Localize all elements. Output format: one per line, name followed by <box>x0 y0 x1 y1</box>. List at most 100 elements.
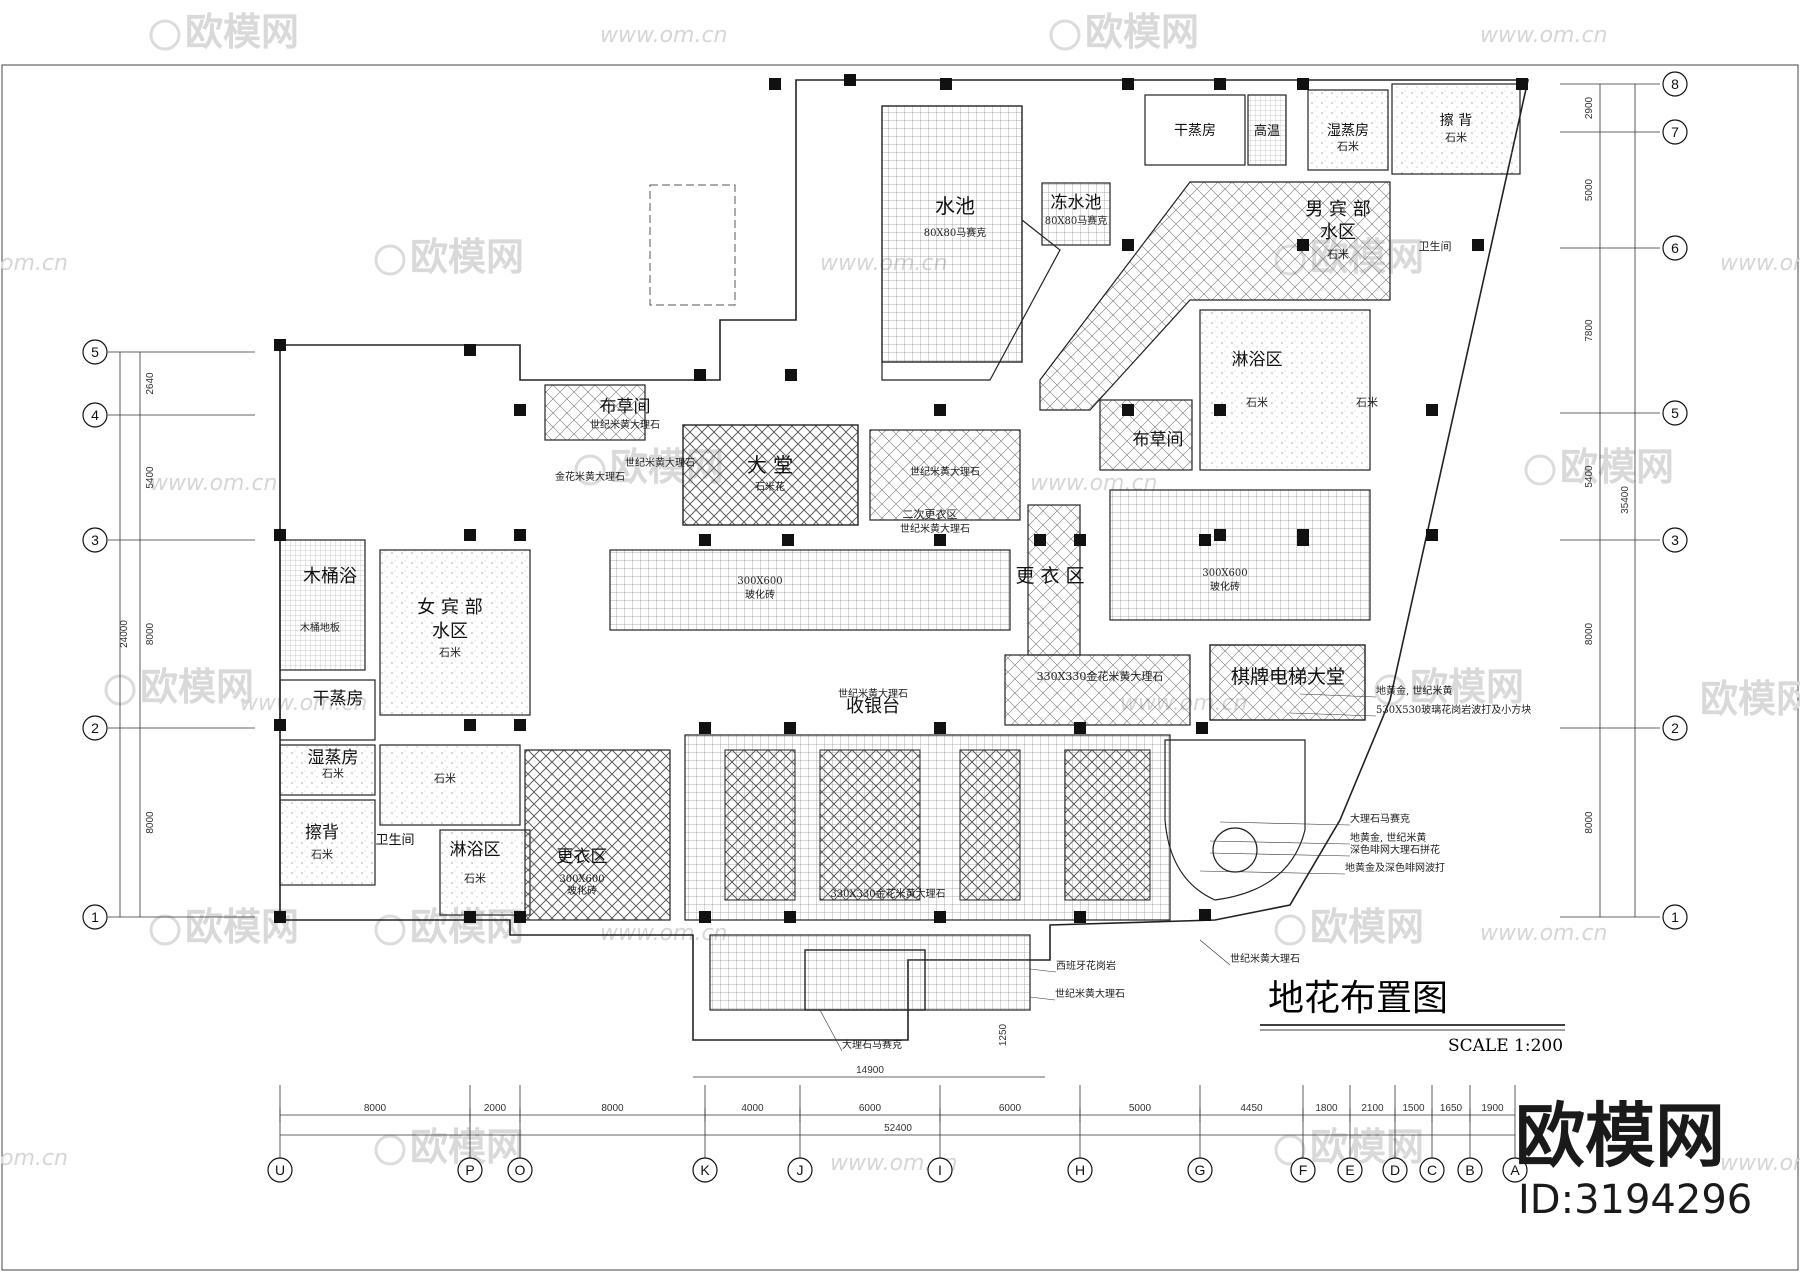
room-label-lobby-sub: 石米花 <box>755 480 785 493</box>
column-marker <box>940 78 952 90</box>
column-marker <box>1297 239 1309 251</box>
room-label-linen-w-sub: 世纪米黄大理石 <box>590 418 660 431</box>
room-label-wooden-floor: 木桶地板 <box>300 621 340 634</box>
change-zone-women <box>524 749 671 921</box>
room-label-steam-w-sub: 石米 <box>322 767 344 780</box>
watermark-logo-icon <box>149 19 181 51</box>
grid-axis-bubble <box>1067 1157 1093 1183</box>
column-marker <box>699 911 711 923</box>
column-marker <box>274 529 286 541</box>
dimension-label: 5000 <box>1129 1103 1152 1114</box>
dimension-label: 14900 <box>856 1065 884 1076</box>
grid-axis-label: 3 <box>1671 532 1679 548</box>
grid-axis-bubble <box>507 1157 533 1183</box>
grid-axis-label: A <box>1510 1162 1520 1178</box>
grid-axis-label: K <box>700 1162 710 1178</box>
watermark-logo-icon <box>1274 1134 1306 1166</box>
grid-axis-label: 5 <box>91 344 99 360</box>
column-marker <box>784 722 796 734</box>
shower-zone-women <box>439 829 531 916</box>
pool-zone <box>881 105 1023 363</box>
grid-axis-bubble <box>1187 1157 1213 1183</box>
column-marker <box>934 722 946 734</box>
dimension-total-label: 24000 <box>119 620 130 648</box>
room-label-dry-sauna-m: 干蒸房 <box>1174 123 1216 139</box>
room-label-pool-sub: 80X80马赛克 <box>924 226 987 239</box>
room-label-steam-m: 湿蒸房 <box>1327 123 1369 139</box>
room-label-gold-marble: 金花米黄大理石 <box>555 470 625 483</box>
column-marker <box>1196 722 1208 734</box>
grid-axis-bubble <box>1662 904 1688 930</box>
dimension-label: 6000 <box>999 1103 1022 1114</box>
column-marker <box>699 534 711 546</box>
column-marker <box>464 529 476 541</box>
room-label-century-marble2: 世纪米黄大理石 <box>910 465 980 478</box>
dimension-label: 2900 <box>1584 96 1595 119</box>
annotation-leader <box>1199 939 1231 966</box>
dimension-label: 8000 <box>601 1103 624 1114</box>
grid-axis-bubble <box>1290 1157 1316 1183</box>
dimension-label: 2000 <box>484 1103 507 1114</box>
grid-axis-bubble <box>692 1157 718 1183</box>
annotation-text: 深色啡网大理石拼花 <box>1350 843 1440 856</box>
room-label-lobby-hall: 大 堂 <box>747 453 793 477</box>
dimension-label: 2640 <box>145 372 156 395</box>
column-marker <box>1214 404 1226 416</box>
watermark-logo-partial: 欧模网 <box>1700 677 1800 721</box>
room-label-shower-w-sub: 石米 <box>464 872 486 885</box>
grid-axis-bubble <box>1662 235 1688 261</box>
column-marker <box>1074 911 1086 923</box>
annotation-text: 世纪米黄大理石 <box>1055 987 1125 1000</box>
watermark-logo-icon <box>149 914 181 946</box>
watermark-url: www.om.cn <box>240 691 368 716</box>
room-label-steam-m-sub: 石米 <box>1337 140 1359 153</box>
grid-axis-bubble <box>82 339 108 365</box>
room-label-dry-sauna-w: 干蒸房 <box>313 689 364 709</box>
watermark-url-short: om.cn <box>0 251 68 276</box>
room-label-men-wet-sub: 石米 <box>1327 248 1349 261</box>
grid-axis-label: C <box>1427 1162 1437 1178</box>
column-marker <box>1199 909 1211 921</box>
room-label-scrub-m-sub: 石米 <box>1445 131 1467 144</box>
grid-axis-bubble <box>1502 1157 1528 1183</box>
watermark-logo: 欧模网 <box>185 10 299 54</box>
annotation-text: 大理石马赛克 <box>1350 812 1410 825</box>
dimension-label: 8000 <box>145 811 156 834</box>
change-center-strip <box>1027 504 1081 656</box>
dimension-total-label: 35400 <box>1620 486 1631 514</box>
watermark-logo-icon <box>1274 914 1306 946</box>
dimension-label: 4000 <box>741 1103 764 1114</box>
annotation-text: 世纪米黄大理石 <box>1230 952 1300 965</box>
watermark-logo-icon <box>1524 454 1556 486</box>
watermark-logo: 欧模网 <box>140 665 254 709</box>
column-marker <box>699 722 711 734</box>
watermark-logo-icon <box>374 244 406 276</box>
grid-axis-label: 4 <box>91 407 99 423</box>
wooden-bath-room <box>279 539 366 671</box>
column-marker <box>514 404 526 416</box>
room-label-shower-m-sub2: 石米 <box>1356 396 1378 409</box>
watermark-url: www.om.cn <box>1720 251 1800 276</box>
column-marker <box>1199 534 1211 546</box>
grid-axis-label: 2 <box>1671 720 1679 736</box>
column-marker <box>1122 404 1134 416</box>
grid-axis-bubble <box>1662 527 1688 553</box>
grid-axis-label: P <box>465 1162 474 1178</box>
watermark-logo: 欧模网 <box>1310 1125 1424 1169</box>
lobby-zone <box>682 424 859 526</box>
watermark-logo: 欧模网 <box>410 235 524 279</box>
grid-axis-bubble <box>927 1157 953 1183</box>
annotation-text: 530X530玻璃花岗岩波打及小方块 <box>1376 703 1531 716</box>
entrance-step <box>804 949 926 1011</box>
dimension-label: 1650 <box>1440 1103 1463 1114</box>
grid-axis-bubble <box>82 527 108 553</box>
room-label-cold-pool-sub: 80X80马赛克 <box>1045 214 1108 227</box>
room-label-shower-m: 淋浴区 <box>1232 350 1283 370</box>
watermark-logo: 欧模网 <box>1310 905 1424 949</box>
drawing-title: 地花布置图 <box>1268 978 1448 1019</box>
room-label-entrance-marble: 330X330金花米黄大理石 <box>830 887 945 900</box>
scrub-room-men <box>1391 83 1521 175</box>
room-label-cashier-sub: 世纪米黄大理石 <box>838 687 908 700</box>
drawing-frame <box>1 64 1799 1271</box>
